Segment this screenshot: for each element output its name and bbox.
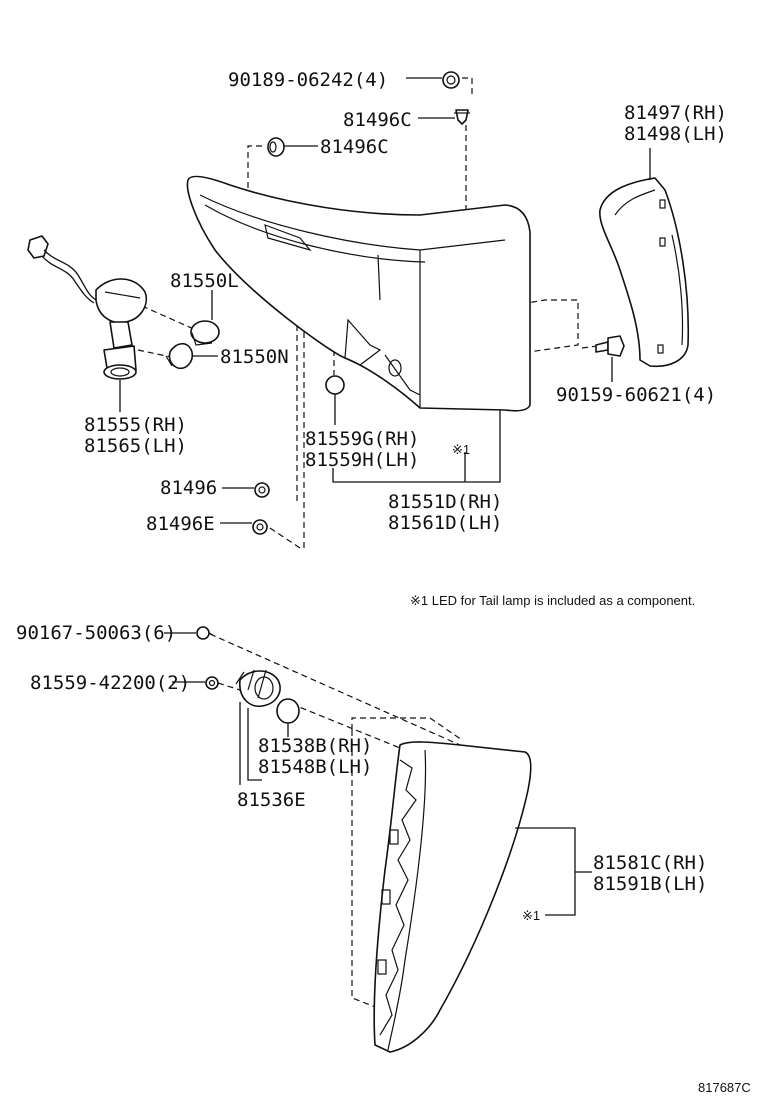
label-clip-e: 81496E [146,513,215,535]
rear-lamp-81581c[interactable] [373,741,532,1053]
label-bulb-n: 81550N [220,346,289,368]
gasket-81538b[interactable] [276,698,300,724]
lower-dashed-guides [209,633,463,1009]
label-bracket-rh: 81497(RH) [624,102,727,124]
nut-81559[interactable] [205,676,219,690]
label-rear-lamp-lh: 81591B(LH) [593,873,707,895]
diagram-id: 817687C [698,1080,751,1095]
note-mark-lower: ※1 [522,908,540,923]
bracket-81497[interactable] [599,177,690,368]
bulb-81550n[interactable] [165,342,194,370]
label-socket-assy: 81536E [237,789,306,811]
note-mark-upper: ※1 [452,442,470,457]
label-nut-lower: 81559-42200(2) [30,672,190,694]
socket-harness-81555[interactable] [27,235,147,380]
bolt-90189[interactable] [442,71,460,89]
clip-81496c-left[interactable] [267,137,285,157]
clip-81496e[interactable] [252,519,268,535]
upper-leader-lines [119,77,651,524]
label-screw-lower: 90167-50063(6) [16,622,176,644]
upper-tail-lamp[interactable] [186,175,531,412]
clip-81496c-upper[interactable] [454,109,470,125]
label-clip-plain: 81496 [160,477,217,499]
grommet-81559g[interactable] [325,375,345,395]
label-clip-c1: 81496C [343,109,412,131]
bulb-81550l[interactable] [190,320,220,346]
label-rear-lamp-rh: 81581C(RH) [593,852,707,874]
label-socket-lh: 81565(LH) [84,435,187,457]
label-clip-c2: 81496C [320,136,389,158]
screw-90167[interactable] [196,626,214,640]
label-bulb-l: 81550L [170,270,239,292]
label-grommet-rh: 81559G(RH) [305,428,419,450]
label-bolt-top: 90189-06242(4) [228,69,388,91]
screw-90159[interactable] [595,335,625,357]
label-lamp-rh: 81551D(RH) [388,491,502,513]
label-socket-rh: 81555(RH) [84,414,187,436]
label-gasket-rh: 81538B(RH) [258,735,372,757]
label-screw-bracket: 90159-60621(4) [556,384,716,406]
lower-leader-lines [164,632,592,916]
clip-81496[interactable] [254,482,270,498]
label-gasket-lh: 81548B(LH) [258,756,372,778]
socket-assy-81536e[interactable] [235,669,281,707]
label-lamp-lh: 81561D(LH) [388,512,502,534]
label-bracket-lh: 81498(LH) [624,123,727,145]
footnote: ※1 LED for Tail lamp is included as a co… [410,593,695,608]
label-grommet-lh: 81559H(LH) [305,449,419,471]
